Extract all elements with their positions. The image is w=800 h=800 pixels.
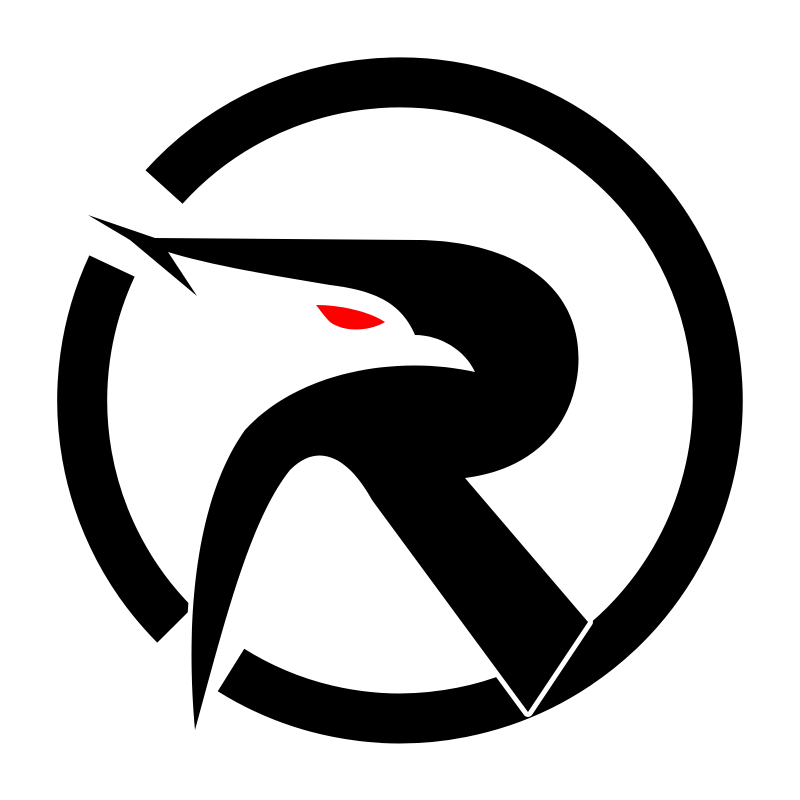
outer-ring [57,57,743,744]
ring-segment-main [145,57,743,744]
eagle-r-shape [83,210,593,735]
ring-segment-left [57,255,193,643]
eagle-eye-icon [316,305,385,330]
